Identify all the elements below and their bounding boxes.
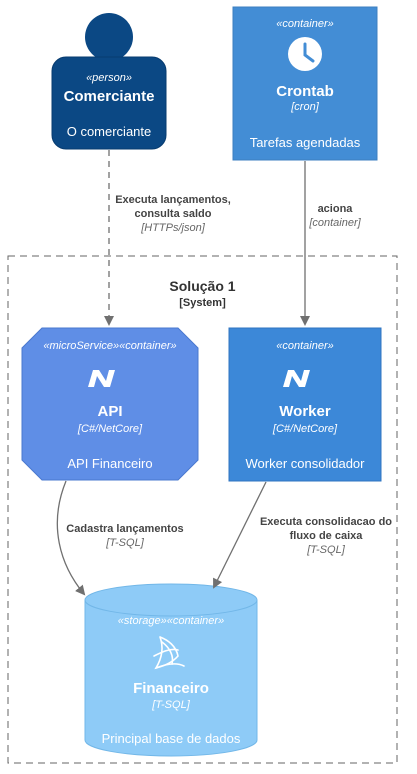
worker-technology: [C#/NetCore] <box>272 423 338 435</box>
database-stereotype: «storage»«container» <box>117 615 225 627</box>
worker-name: Worker <box>279 403 331 420</box>
api-name: API <box>97 403 123 420</box>
worker-stereotype: «container» <box>276 340 334 352</box>
edge-worker-database-line1: Executa consolidacao do <box>259 516 393 528</box>
sql-server-icon <box>153 636 185 670</box>
api-description: API Financeiro <box>67 456 153 471</box>
system-name: Solução 1 <box>169 278 236 294</box>
edge-crontab-worker-tech: [container] <box>309 217 361 229</box>
person-description: O comerciante <box>66 124 152 139</box>
person-name: Comerciante <box>63 88 155 105</box>
crontab-box[interactable] <box>232 6 378 161</box>
edge-crontab-worker-line1: aciona <box>317 203 353 215</box>
system-boundary <box>7 255 398 764</box>
system-type: [System] <box>179 297 226 309</box>
edge-api-database <box>56 480 86 596</box>
edge-label-crontab-worker: aciona [container] <box>295 202 375 230</box>
dotnet-icon <box>283 370 310 387</box>
edge-api-database-line1: Cadastra lançamentos <box>66 523 184 535</box>
edge-person-api-line2: consulta saldo <box>134 208 212 220</box>
api-technology: [C#/NetCore] <box>77 423 143 435</box>
worker-description: Worker consolidador <box>245 456 365 471</box>
crontab-technology: [cron] <box>291 101 319 113</box>
crontab-name: Crontab <box>276 83 334 100</box>
edge-person-api-line1: Executa lançamentos, <box>115 194 231 206</box>
dotnet-icon <box>88 370 115 387</box>
database-name: Financeiro <box>133 680 209 697</box>
person-box[interactable] <box>51 56 167 150</box>
edge-worker-database <box>213 481 267 589</box>
edge-label-api-database: Cadastra lançamentos [T-SQL] <box>50 522 200 550</box>
edge-worker-database-line2: fluxo de caixa <box>289 530 363 542</box>
edge-api-database-tech: [T-SQL] <box>106 537 144 549</box>
person-head <box>85 13 133 61</box>
database-technology: [T-SQL] <box>152 699 190 711</box>
database-cylinder[interactable] <box>84 583 258 757</box>
edge-label-person-api: Executa lançamentos, consulta saldo [HTT… <box>98 193 248 235</box>
edge-label-worker-database: Executa consolidacao do fluxo de caixa [… <box>246 515 406 557</box>
api-stereotype: «microService»«container» <box>43 340 177 352</box>
edge-worker-database-tech: [T-SQL] <box>307 544 345 556</box>
edge-person-api-tech: [HTTPs/json] <box>141 222 205 234</box>
worker-box[interactable] <box>228 327 382 482</box>
api-box[interactable] <box>21 327 199 481</box>
clock-icon <box>288 37 322 71</box>
database-description: Principal base de dados <box>101 731 241 746</box>
person-stereotype: «person» <box>86 72 132 84</box>
crontab-stereotype: «container» <box>276 18 334 30</box>
crontab-description: Tarefas agendadas <box>249 135 361 150</box>
